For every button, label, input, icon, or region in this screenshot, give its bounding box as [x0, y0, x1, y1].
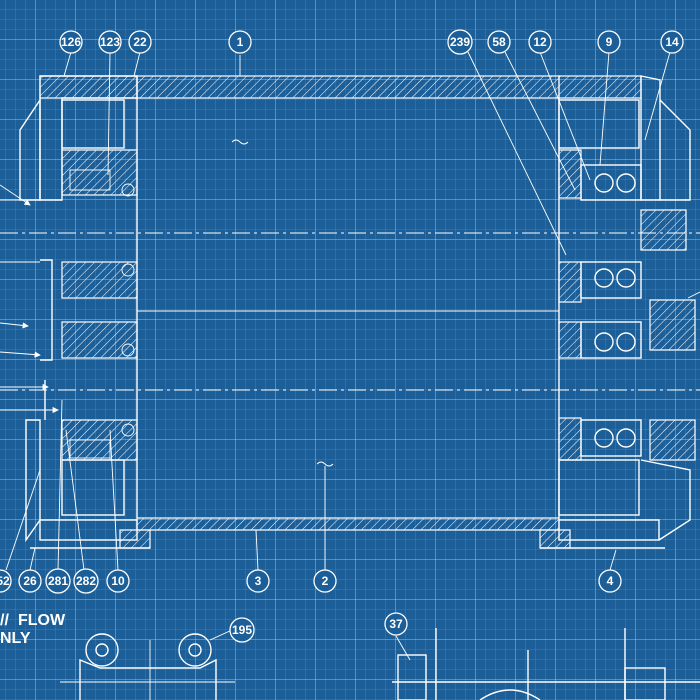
- flow-note: FLOW: [18, 612, 65, 630]
- callout-2: 2: [313, 569, 337, 593]
- callout-label: 1: [237, 35, 244, 49]
- lower-views: [60, 628, 700, 700]
- callout-label: 58: [492, 35, 506, 49]
- callout-281: 281: [45, 568, 71, 594]
- callout-126: 126: [59, 30, 83, 54]
- drum-shell: [136, 75, 560, 531]
- callout-label: 126: [61, 35, 81, 49]
- callout-282: 282: [73, 568, 99, 594]
- callout-label: 2: [322, 574, 329, 588]
- callout-label: 281: [48, 574, 68, 588]
- callout-195: 195: [229, 617, 255, 643]
- callout-10: 10: [106, 569, 130, 593]
- callout-label: 123: [100, 35, 120, 49]
- callout-3: 3: [246, 569, 270, 593]
- right-end-housing: [539, 75, 696, 549]
- callout-label: 14: [665, 35, 679, 49]
- note-line-1: FLOW: [18, 612, 66, 629]
- leader-lines: [0, 51, 700, 571]
- callout-22: 22: [128, 30, 152, 54]
- callout-239: 239: [447, 29, 473, 55]
- center-lines: [0, 232, 700, 391]
- flow-note-slashes: //: [0, 612, 9, 629]
- callout-label: 22: [133, 35, 147, 49]
- callout-label: 3: [255, 574, 262, 588]
- callout-4: 4: [598, 569, 622, 593]
- callout-label: 12: [533, 35, 547, 49]
- callout-26: 26: [18, 569, 42, 593]
- callout-9: 9: [597, 30, 621, 54]
- callout-1: 1: [228, 30, 252, 54]
- callout-14: 14: [660, 30, 684, 54]
- callout-58: 58: [487, 30, 511, 54]
- callout-label: 239: [450, 35, 470, 49]
- callout-label: 9: [606, 35, 613, 49]
- callout-123: 123: [98, 30, 122, 54]
- callout-label: 10: [111, 574, 125, 588]
- callout-label: 4: [607, 574, 614, 588]
- left-end-housing: [0, 75, 151, 549]
- note-line-2: NLY: [0, 630, 31, 647]
- callout-label: 195: [232, 623, 252, 637]
- callout-52: 52: [0, 569, 12, 593]
- callout-12: 12: [528, 30, 552, 54]
- callout-37: 37: [384, 612, 408, 636]
- flow-note-2: NLY: [0, 630, 31, 648]
- callout-label: 52: [0, 574, 10, 588]
- callout-label: 37: [389, 617, 403, 631]
- callout-label: 282: [76, 574, 96, 588]
- callout-label: 26: [23, 574, 37, 588]
